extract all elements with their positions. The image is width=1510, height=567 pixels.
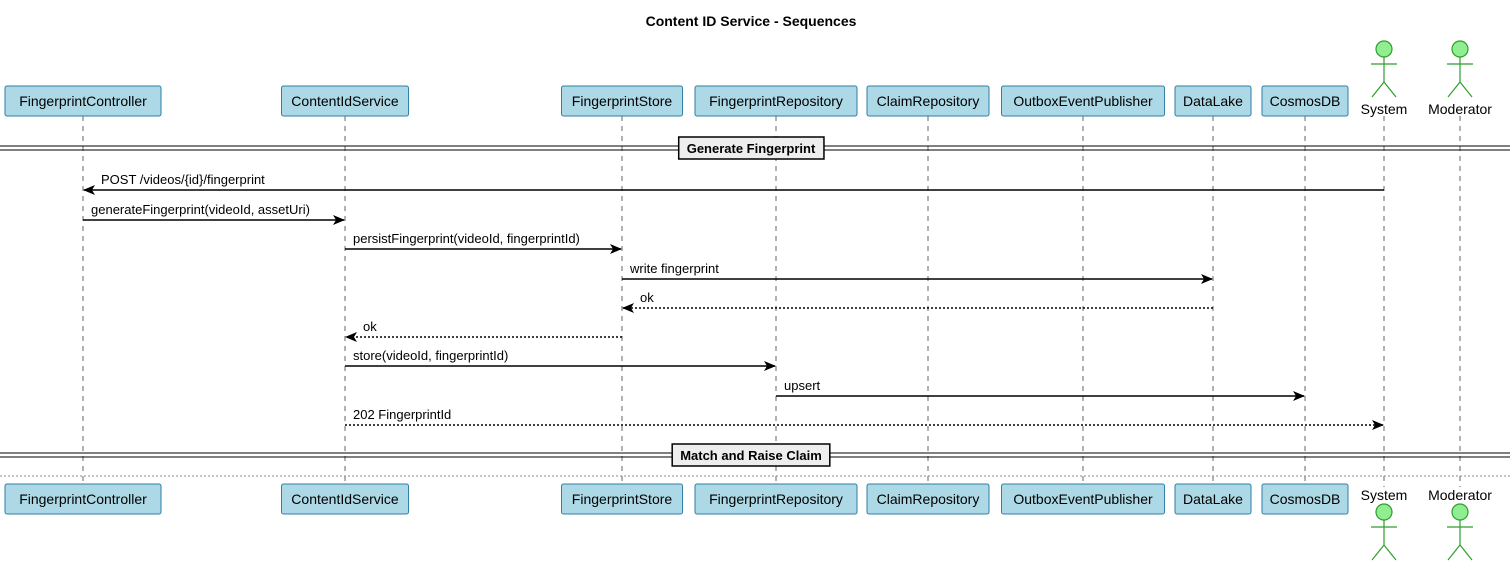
actor-head (1451, 40, 1469, 58)
participant-box (866, 483, 990, 515)
participant-claim-repository-bottom: ClaimRepository (866, 483, 990, 515)
participant-label: ContentIdService (291, 491, 399, 507)
actor-leg (1371, 81, 1385, 98)
lifelines (82, 116, 1461, 487)
diagram-title: Content ID Service - Sequences (646, 13, 857, 29)
message-label: write fingerprint (629, 261, 719, 276)
participant-outbox-event-publisher-top: OutboxEventPublisher (1001, 85, 1165, 117)
participant-box (4, 85, 162, 117)
participant-label: FingerprintStore (572, 93, 673, 109)
message-label: ok (640, 290, 654, 305)
actor-moderator-bottom: Moderator (1428, 487, 1492, 561)
participant-label: FingerprintStore (572, 491, 673, 507)
actor-label: Moderator (1428, 101, 1492, 117)
actor-leg (1459, 544, 1473, 561)
message-label: 202 FingerprintId (353, 407, 451, 422)
section-label: Generate Fingerprint (687, 141, 816, 156)
participant-label: FingerprintController (19, 93, 147, 109)
actor-system-bottom: System (1361, 487, 1408, 561)
message-label: persistFingerprint(videoId, fingerprintI… (353, 231, 580, 246)
actor-leg (1371, 544, 1385, 561)
section-divider: Generate Fingerprint (0, 136, 1510, 160)
participant-label: CosmosDB (1270, 491, 1341, 507)
participant-box (281, 85, 409, 117)
participant-fingerprint-repository-bottom: FingerprintRepository (694, 483, 858, 515)
participant-data-lake-bottom: DataLake (1174, 483, 1252, 515)
participant-fingerprint-controller-top: FingerprintController (4, 85, 162, 117)
section-label: Match and Raise Claim (680, 448, 822, 463)
participant-box (1174, 483, 1252, 515)
participant-label: DataLake (1183, 491, 1243, 507)
participant-label: ClaimRepository (877, 491, 980, 507)
message-4: write fingerprint (622, 261, 1213, 284)
section-label-box (671, 443, 831, 467)
actor-leg (1383, 81, 1397, 98)
participant-box (1261, 483, 1349, 515)
section-label-box (677, 136, 825, 160)
participant-box (1261, 85, 1349, 117)
participant-box (561, 483, 683, 515)
participant-label: ClaimRepository (877, 93, 980, 109)
actor-head (1451, 503, 1469, 521)
participant-cosmos-db-bottom: CosmosDB (1261, 483, 1349, 515)
participant-label: OutboxEventPublisher (1013, 93, 1153, 109)
participant-box (1174, 85, 1252, 117)
actor-label: Moderator (1428, 487, 1492, 503)
participant-fingerprint-store-bottom: FingerprintStore (561, 483, 683, 515)
actor-leg (1447, 81, 1461, 98)
participant-content-id-service-bottom: ContentIdService (281, 483, 409, 515)
participant-box (4, 483, 162, 515)
actor-label: System (1361, 101, 1408, 117)
participant-box (694, 483, 858, 515)
message-6: ok (345, 319, 622, 342)
participant-fingerprint-store-top: FingerprintStore (561, 85, 683, 117)
participant-box (1001, 85, 1165, 117)
participant-content-id-service-top: ContentIdService (281, 85, 409, 117)
participant-box (561, 85, 683, 117)
actor-leg (1447, 544, 1461, 561)
participant-label: CosmosDB (1270, 93, 1341, 109)
actor-leg (1383, 544, 1397, 561)
participant-label: FingerprintRepository (709, 491, 843, 507)
message-7: store(videoId, fingerprintId) (345, 348, 776, 371)
message-5: ok (622, 290, 1213, 313)
participant-box (281, 483, 409, 515)
participant-box (1001, 483, 1165, 515)
participant-label: OutboxEventPublisher (1013, 491, 1153, 507)
participant-label: FingerprintRepository (709, 93, 843, 109)
message-label: upsert (784, 378, 821, 393)
participant-label: ContentIdService (291, 93, 399, 109)
section-divider: Match and Raise Claim (0, 443, 1510, 467)
participant-fingerprint-controller-bottom: FingerprintController (4, 483, 162, 515)
message-2: generateFingerprint(videoId, assetUri) (83, 202, 345, 225)
actor-label: System (1361, 487, 1408, 503)
actor-system-top: System (1361, 40, 1408, 117)
participant-box (866, 85, 990, 117)
message-label: store(videoId, fingerprintId) (353, 348, 508, 363)
message-label: POST /videos/{id}/fingerprint (101, 172, 265, 187)
participant-cosmos-db-top: CosmosDB (1261, 85, 1349, 117)
messages: POST /videos/{id}/fingerprint generateFin… (83, 172, 1384, 430)
participants: FingerprintControllerFingerprintControll… (4, 40, 1492, 561)
participant-fingerprint-repository-top: FingerprintRepository (694, 85, 858, 117)
actor-head (1375, 40, 1393, 58)
message-1: POST /videos/{id}/fingerprint (83, 172, 1384, 195)
actor-leg (1459, 81, 1473, 98)
message-9: 202 FingerprintId (345, 407, 1384, 430)
participant-claim-repository-top: ClaimRepository (866, 85, 990, 117)
participant-outbox-event-publisher-bottom: OutboxEventPublisher (1001, 483, 1165, 515)
message-label: generateFingerprint(videoId, assetUri) (91, 202, 310, 217)
message-3: persistFingerprint(videoId, fingerprintI… (345, 231, 622, 254)
actor-moderator-top: Moderator (1428, 40, 1492, 117)
message-label: ok (363, 319, 377, 334)
participant-label: FingerprintController (19, 491, 147, 507)
participant-data-lake-top: DataLake (1174, 85, 1252, 117)
participant-box (694, 85, 858, 117)
actor-head (1375, 503, 1393, 521)
message-8: upsert (776, 378, 1305, 401)
participant-label: DataLake (1183, 93, 1243, 109)
